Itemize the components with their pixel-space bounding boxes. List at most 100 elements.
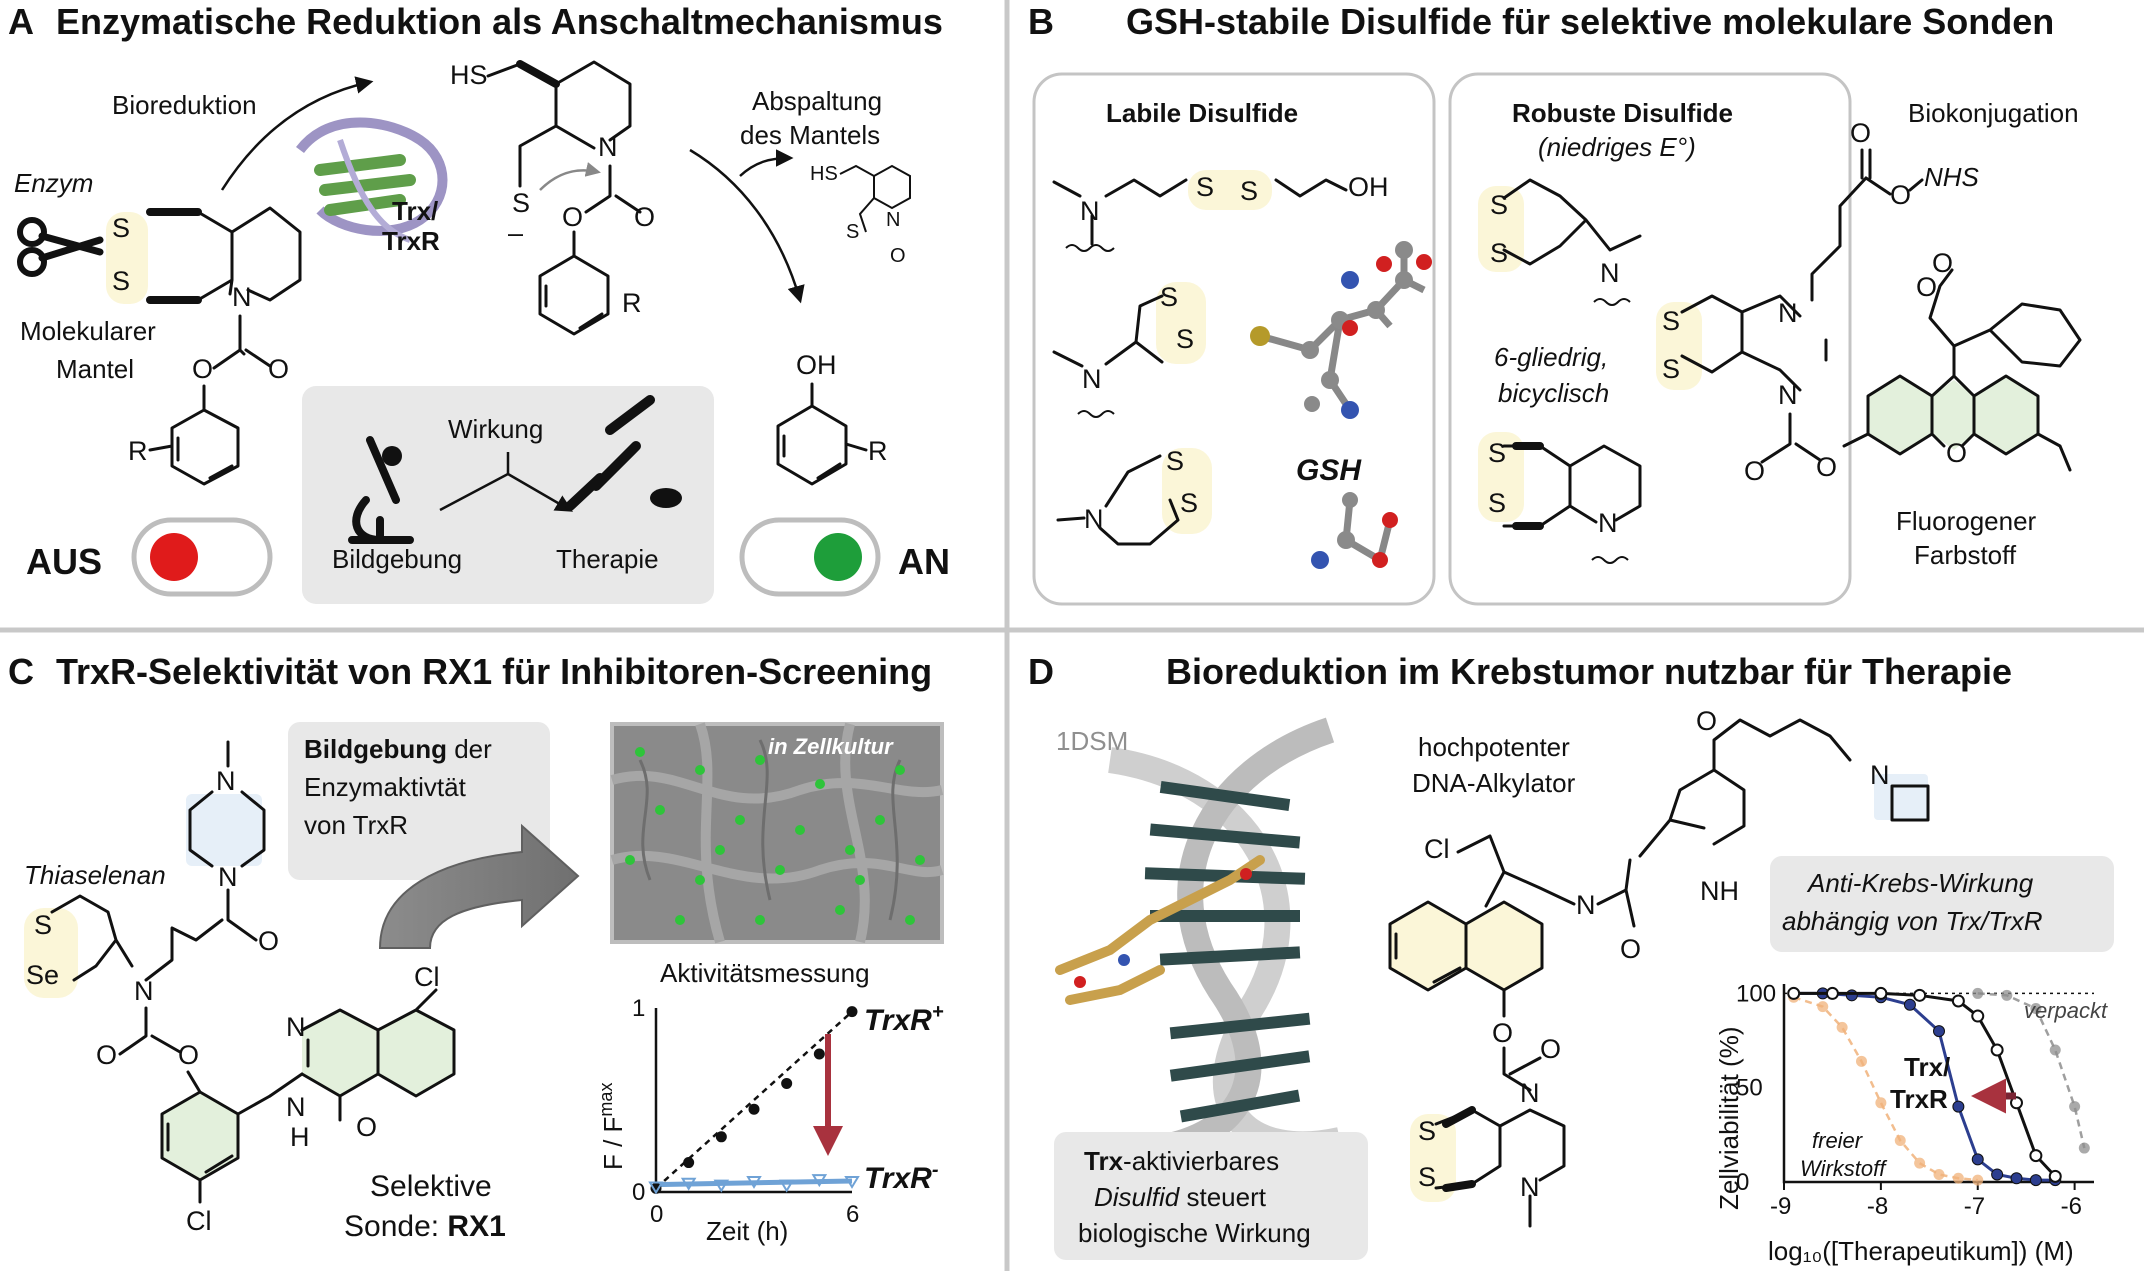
piperazine-bicyclic — [1680, 294, 1828, 392]
trx-caption-1: Trx-aktivierbares — [1084, 1146, 1279, 1176]
bildgebung-box — [288, 722, 550, 880]
phenyl-left — [170, 384, 240, 486]
series-point — [1972, 1174, 1984, 1186]
trxr-minus-point — [680, 1177, 697, 1191]
cell-dot — [905, 915, 915, 925]
ring7 — [1056, 454, 1180, 546]
dna-structure — [1055, 717, 1343, 1163]
atom-o-carb-b: O — [1744, 456, 1765, 486]
series-point — [1990, 1043, 2004, 1057]
atom-r-phenol: R — [868, 436, 888, 466]
bildgebung-label: Bildgebung — [332, 544, 462, 574]
enzym-label: Enzym — [14, 168, 93, 198]
trxr-plus-point — [650, 1182, 662, 1194]
series-point — [2010, 1172, 2023, 1185]
plot-d-trx: Trx/ — [1904, 1052, 1950, 1082]
quinaz-fill-1 — [302, 1010, 378, 1096]
bicyclic-b — [1502, 444, 1642, 528]
series-point — [1817, 1001, 1829, 1013]
series-point — [2030, 1003, 2042, 1015]
atom-s-r7-1: S — [1166, 446, 1184, 476]
atom-o-small: O — [890, 245, 906, 267]
small-byproduct — [839, 164, 911, 233]
series-point — [1952, 1100, 1965, 1113]
atom-s-pz-2: S — [1662, 354, 1680, 384]
series-point — [1894, 1135, 1906, 1147]
anti-krebs-box — [1770, 856, 2114, 952]
series-point — [2049, 1044, 2061, 1056]
verpackt-label: verpackt — [2024, 998, 2108, 1023]
trxr-minus-point — [746, 1175, 762, 1189]
plot-d-ylabel: Zellviabilität (%) — [1714, 1027, 1744, 1211]
atom-n-c: N — [134, 976, 154, 1006]
syringe-icon — [565, 395, 682, 511]
atom-s-pz-1: S — [1662, 306, 1680, 336]
selektive-label: Selektive — [370, 1170, 492, 1203]
panel-d-letter: D — [1028, 651, 1054, 692]
seco-core — [1456, 834, 1576, 908]
trxr-minus-point — [844, 1175, 860, 1189]
series-point — [1951, 994, 1965, 1008]
atom-cl-c1: Cl — [186, 1206, 212, 1236]
big-curved-arrow — [378, 823, 580, 949]
atom-n-pz-2: N — [1778, 380, 1798, 410]
dithiolane-highlight — [1156, 282, 1206, 364]
bioreduktion-arrow — [220, 76, 374, 191]
ring-label-1: 6-gliedrig, — [1494, 342, 1608, 372]
azetidine — [1890, 784, 1930, 822]
microscope-icon — [348, 436, 414, 544]
bicyclic-d-wedges — [1442, 1106, 1476, 1192]
zellkultur-label: in Zellkultur — [768, 734, 894, 759]
aus-label: AUS — [26, 541, 102, 582]
gsh-model — [1250, 241, 1432, 569]
series-point — [1971, 1009, 1985, 1023]
atom-s-thiane-2: S — [1490, 238, 1508, 268]
cell-dot — [775, 865, 785, 875]
mantel-label-1: Molekularer — [20, 316, 156, 346]
atom-hs-small: HS — [810, 163, 838, 185]
hoch-label-1: hochpotenter — [1418, 732, 1570, 762]
piperazine-highlight — [186, 794, 262, 866]
plot-d-xtick-label: -7 — [1964, 1193, 1985, 1220]
cell-dot — [795, 825, 805, 835]
bild-label-3: von TrxR — [304, 810, 408, 840]
atom-s-dt-2: S — [1176, 324, 1194, 354]
atom-s-minus: S — [512, 188, 530, 218]
cell-dot — [695, 875, 705, 885]
panel-b-title: GSH-stabile Disulfide für selektive mole… — [1126, 1, 2054, 42]
thiaselenan-label: Thiaselenan — [24, 860, 166, 890]
trx-caption-box — [1054, 1132, 1368, 1260]
atom-s-bic-2: S — [1488, 488, 1506, 518]
trxr-minus-label: TrxR- — [864, 1159, 939, 1195]
carbamate-b — [1760, 412, 1822, 464]
panel-c: C TrxR-Selektivität von RX1 für Inhibito… — [8, 651, 944, 1246]
thiaselenan-ring — [50, 894, 134, 982]
fluoro-label-1: Fluorogener — [1896, 506, 2037, 536]
quinaz-fill-2 — [378, 1010, 454, 1096]
carbamate-d — [1502, 1046, 1542, 1092]
plot-d-xtick-label: -9 — [1770, 1193, 1791, 1220]
trxr-minus-point — [648, 1181, 664, 1195]
plot-c-xtick-0: 0 — [650, 1201, 663, 1228]
series-point — [1825, 986, 1839, 1000]
panel-d: D Bioreduktion im Krebstumor nutzbar für… — [1028, 651, 2114, 1266]
nhs-bond — [1908, 178, 1924, 192]
atom-h-q: H — [290, 1122, 310, 1152]
sonde-label: Sonde: RX1 — [344, 1210, 506, 1243]
thiaselenan-highlight — [24, 908, 78, 998]
atom-o-carbonyl: O — [268, 354, 289, 384]
series-point — [1914, 1157, 1926, 1169]
labile-chain — [1052, 178, 1348, 246]
atom-s-bic-1: S — [1488, 438, 1506, 468]
bicyclic-b-wedges — [1512, 442, 1544, 530]
robuste-box — [1448, 72, 1852, 606]
series-point — [1856, 1055, 1867, 1067]
atom-o-ether: O — [1696, 706, 1717, 736]
labile-ss-highlight — [1188, 170, 1272, 210]
series-point — [2029, 1149, 2043, 1163]
panel-a-letter: A — [8, 1, 34, 42]
hoch-label-2: DNA-Alkylator — [1412, 768, 1576, 798]
panel-d-title: Bioreduktion im Krebstumor nutzbar für T… — [1166, 651, 2012, 692]
atom-o-d2: O — [1492, 1018, 1513, 1048]
atom-r-mid: R — [622, 288, 642, 318]
